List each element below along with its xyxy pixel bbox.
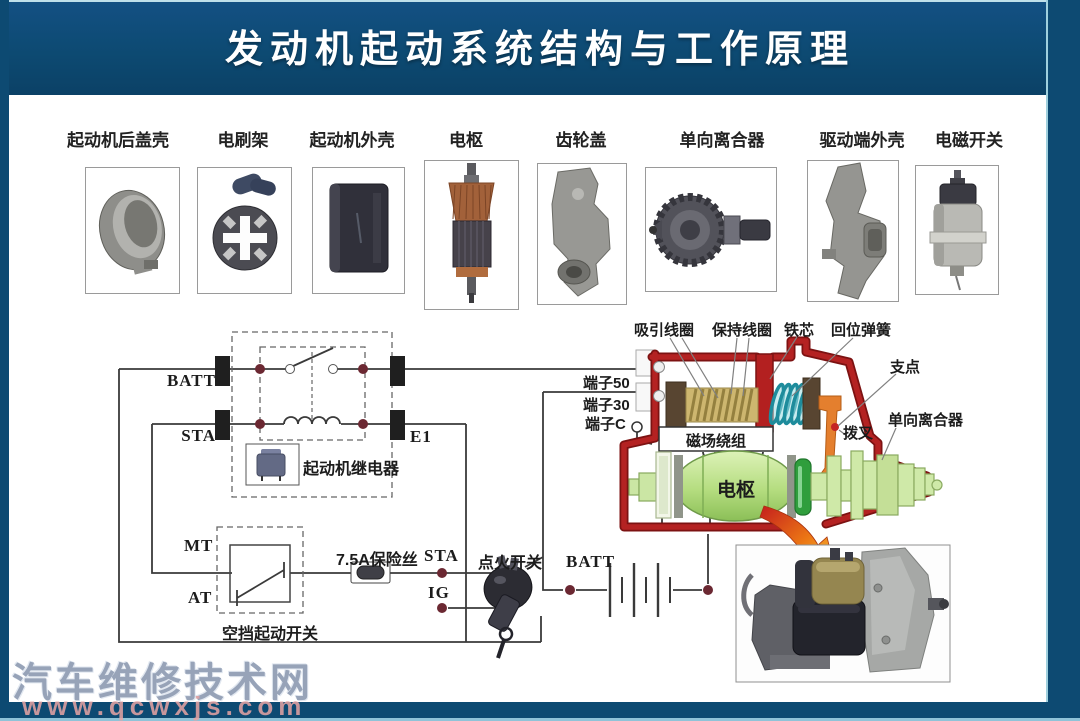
left-border [0, 0, 9, 721]
label-terminal-50: 端子50 [583, 375, 630, 392]
label-relay-caption: 起动机继电器 [303, 461, 400, 478]
label-pointer-lines [669, 336, 897, 461]
housing-illustration [329, 183, 389, 273]
label-neutral-switch: 空挡起动开关 [222, 626, 319, 643]
fuse-symbol [350, 561, 391, 584]
bottom-border [0, 702, 1080, 721]
solenoid-illustration [929, 170, 987, 291]
part-photo-drive-housing [807, 160, 899, 302]
part-label-housing: 起动机外壳 [309, 131, 395, 150]
part-photo-housing [312, 167, 405, 294]
ignition-key-switch [483, 555, 533, 659]
part-label-drive-housing: 驱动端外壳 [819, 131, 905, 150]
label-at: AT [188, 588, 213, 607]
top-edge-line [0, 0, 1080, 2]
terminal-blocks [215, 356, 405, 440]
part-photo-gear-cover [537, 163, 627, 305]
label-pull-in-coil: 吸引线圈 [634, 322, 695, 339]
field-winding-box [658, 426, 774, 452]
label-terminal-c: 端子C [585, 416, 626, 433]
label-mt: MT [184, 536, 214, 555]
label-e1: E1 [410, 427, 432, 446]
drive-housing-illustration [822, 162, 887, 300]
label-ig: IG [428, 583, 450, 602]
label-fulcrum: 支点 [890, 359, 921, 376]
battery-symbol [608, 563, 671, 617]
gear-cover-illustration [551, 167, 611, 297]
part-label-solenoid: 电磁开关 [935, 131, 1003, 150]
part-label-rear-cover: 起动机后盖壳 [67, 131, 169, 150]
brush-holder-illustration [212, 173, 278, 271]
label-iron-core: 铁芯 [784, 322, 815, 339]
label-terminal-30: 端子30 [583, 397, 630, 414]
part-label-clutch: 单向离合器 [679, 131, 765, 150]
relay-icon [245, 443, 300, 486]
clutch-illustration [649, 193, 771, 267]
watermark-site-name: 汽车维修技术网 [12, 661, 313, 705]
label-field-winding: 磁场绕组 [685, 433, 746, 450]
label-sta-relay: STA [181, 426, 216, 445]
page-title: 发动机起动系统结构与工作原理 [224, 29, 855, 71]
part-label-brush-holder: 电刷架 [217, 131, 269, 150]
label-ignition-switch: 点火开关 [478, 555, 543, 572]
part-photo-solenoid [915, 165, 999, 295]
solenoid-contacts [631, 361, 665, 433]
right-border [1046, 0, 1080, 721]
label-sta-ignition: STA [424, 546, 459, 565]
label-batt-relay: BATT [166, 371, 216, 390]
part-photo-armature [424, 160, 519, 310]
part-label-armature: 电枢 [449, 131, 483, 150]
starter-motor-photo [735, 544, 951, 683]
part-label-gear-cover: 齿轮盖 [555, 131, 607, 150]
solenoid-plunger [635, 349, 655, 412]
label-armature-drawing: 电枢 [716, 480, 755, 501]
label-hold-in-coil: 保持线圈 [712, 322, 773, 339]
label-fuse: 7.5A保险丝 [336, 552, 418, 569]
label-one-way-clutch: 单向离合器 [888, 412, 964, 429]
fulcrum-pivot-dot [831, 423, 839, 431]
part-photo-rear-cover [85, 167, 180, 294]
part-photo-clutch [645, 167, 777, 292]
label-batt-battery: BATT [566, 552, 616, 571]
neutral-switch-box [216, 526, 304, 614]
watermark-site-url: www.qcwxjs.com [22, 691, 307, 721]
title-banner: 发动机起动系统结构与工作原理 [0, 2, 1080, 95]
label-shift-fork: 拨叉 [843, 425, 874, 442]
label-return-spring: 回位弹簧 [831, 322, 892, 339]
armature-illustration [448, 163, 495, 303]
solenoid-cutaway [665, 377, 842, 489]
part-photo-brush-holder [197, 167, 292, 294]
rear-cover-illustration [98, 189, 166, 275]
armature-assembly [628, 450, 943, 522]
junction-nodes [255, 364, 713, 613]
